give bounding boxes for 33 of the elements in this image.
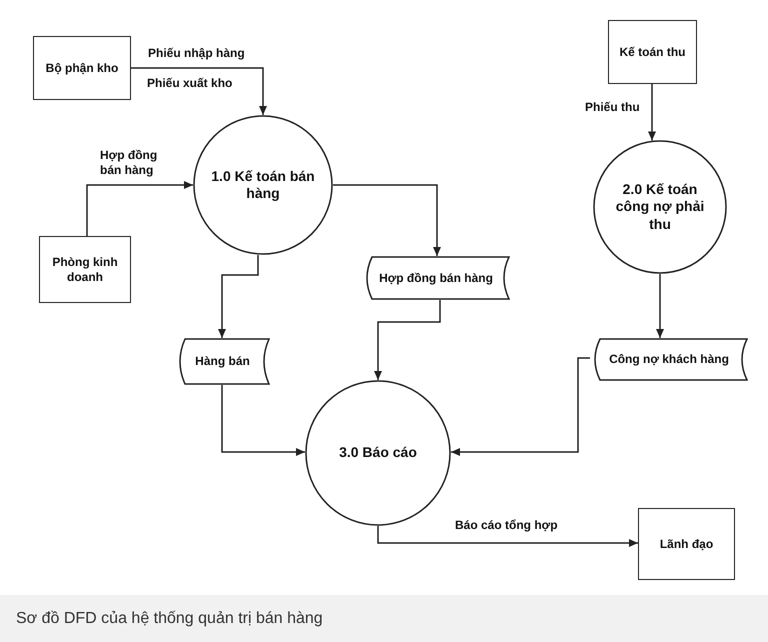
node-label: 1.0 Kế toán bán hàng — [210, 168, 316, 202]
flow-label: Phiếu xuất kho — [147, 76, 232, 91]
arrow — [131, 67, 267, 115]
process-circle — [193, 115, 333, 255]
edge-label: Báo cáo tổng hợp — [455, 518, 558, 533]
edge-label: Phiếu thu — [585, 100, 640, 115]
arrow — [648, 84, 656, 140]
arrow — [374, 300, 441, 380]
arrow — [656, 274, 664, 338]
arrow — [86, 181, 193, 236]
arrow — [377, 526, 638, 547]
process-circle — [593, 140, 727, 274]
process-circle — [305, 380, 451, 526]
caption: Sơ đồ DFD của hệ thống quản trị bán hàng — [16, 608, 323, 628]
edge-label: Hợp đồng bán hàng — [100, 148, 158, 178]
node-label: Hợp đồng bán hàng — [378, 270, 494, 286]
node-label: Hàng bán — [194, 354, 251, 369]
arrow — [333, 184, 441, 256]
arrow — [451, 357, 590, 456]
node-label: 3.0 Báo cáo — [338, 444, 418, 462]
node-label: Công nợ khách hàng — [608, 352, 730, 367]
node-label: Bộ phận kho — [44, 60, 120, 76]
external-entity-box — [33, 36, 131, 100]
node-label: 2.0 Kế toán công nợ phải thu — [614, 180, 706, 234]
external-entity-box — [39, 236, 131, 303]
external-entity-box — [638, 508, 735, 580]
node-label: Kế toán thu — [618, 44, 686, 60]
arrow — [221, 385, 305, 456]
node-label: Phòng kinh doanh — [51, 254, 119, 284]
external-entity-box — [608, 20, 697, 84]
edge-label: Phiếu nhập hàng — [148, 46, 245, 61]
arrow — [218, 254, 259, 338]
node-label: Lãnh đạo — [658, 536, 714, 552]
